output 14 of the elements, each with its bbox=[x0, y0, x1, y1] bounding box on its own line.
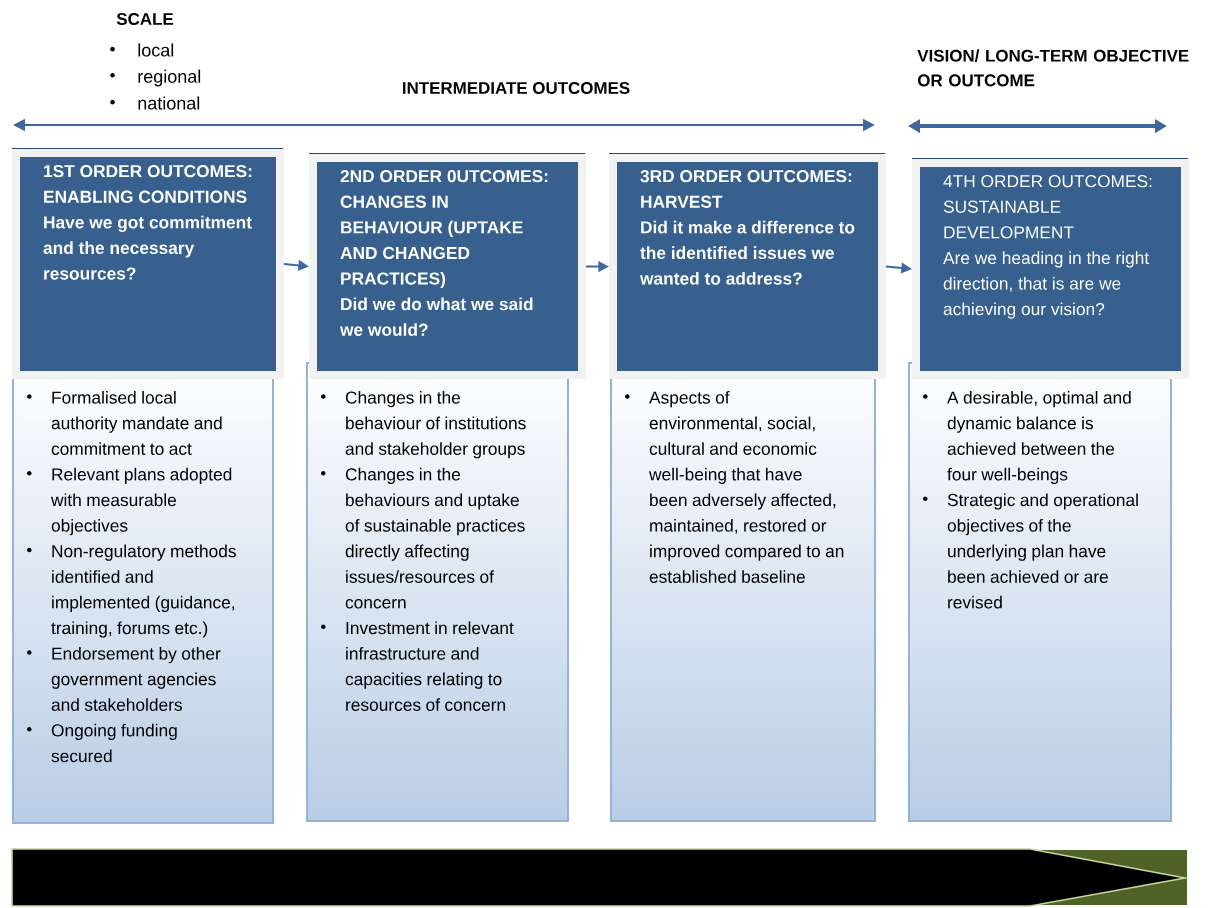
section-heading: INTERMEDIATE OUTCOMES bbox=[403, 82, 630, 94]
bullet-item: national bbox=[110, 96, 200, 110]
outcome-heading-box: 4TH ORDER OUTCOMES: SUSTAINABLE DEVELOPMENT Are we heading in the right direction, that is are we achieving our vision? bbox=[912, 158, 1189, 379]
outcome-list-box: A desirable, optimal and dynamic balance is achieved between the four well-beings Strategic and operational objectives of the underlying plan have been achieved or are revised bbox=[908, 362, 1172, 822]
scale-heading: SCALE bbox=[116, 13, 174, 25]
outcome-heading-box: 1ST ORDER OUTCOMES: ENABLING CONDITIONS Have we got commitment and the necessary resources? bbox=[12, 148, 284, 379]
bullet-item: local bbox=[110, 43, 174, 57]
bullet-item: regional bbox=[110, 69, 201, 87]
outcome-list-box: Aspects of environmental, social, cultural and economic well-being that have been adversely affected, maintained, restored or improved compared to an established baseline bbox=[610, 362, 876, 822]
section-heading: VISION/ LONG-TERM OBJECTIVE OR OUTCOME bbox=[917, 49, 1189, 87]
outcome-heading-box: 3RD ORDER OUTCOMES: HARVEST Did it make a difference to the identified issues we wanted to address? bbox=[609, 153, 886, 379]
outcome-heading-box: 2ND ORDER 0UTCOMES: CHANGES IN BEHAVIOUR (UPTAKE AND CHANGED PRACTICES) Did we do what we said we would? bbox=[309, 153, 586, 379]
outcome-list-box: Changes in the behaviour of institutions and stakeholder groups Changes in the behaviours and uptake of sustainable practices directly affecting issues/resources of concern Investment in relevant infrastructure and capacities relating to resources of concern bbox=[306, 362, 569, 822]
outcome-list-box: Formalised local authority mandate and commitment to act Relevant plans adopted with measurable objectives Non-regulatory methods identified and implemented (guidance, training, forums etc.) Endorsement by other government agencies and stakeholders Ongoing funding secured bbox=[12, 362, 274, 824]
